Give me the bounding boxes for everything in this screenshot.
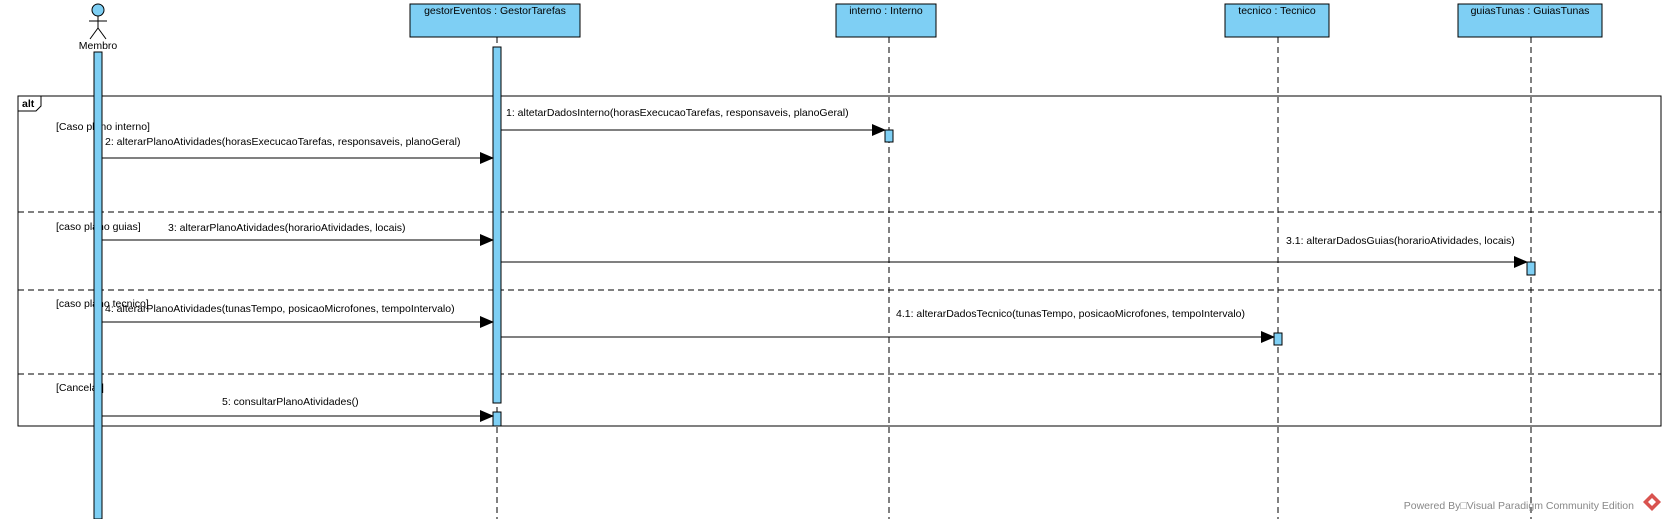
lifeline-header-tecnico [1224,3,1330,38]
activation-bar-gestor-cancel [492,411,502,427]
message-label: 5: consultarPlanoAtividades() [222,396,359,408]
activation-bar-interno [884,129,894,143]
lifeline-name: guiasTunas : GuiasTunas [1471,5,1590,17]
alt-fragment [17,95,1662,427]
actor-icon [89,3,107,40]
guard-label: [Cancelar] [56,382,104,394]
lifeline-name: tecnico : Tecnico [1238,5,1316,17]
activation-bar-tecnico [1273,332,1283,346]
actor-activation-bar [93,51,103,519]
alt-operator-label: alt [22,98,35,110]
visual-paradigm-logo-icon [1643,493,1661,511]
activation-bar-gestor [492,46,502,404]
message-label: 3.1: alterarDadosGuias(horarioAtividades… [1286,235,1515,247]
lifeline-name: gestorEventos : GestorTarefas [424,5,566,17]
message-label: 4.1: alterarDadosTecnico(tunasTempo, pos… [896,308,1245,320]
guard-label: [Caso plano interno] [56,121,150,133]
message-label: 2: alterarPlanoAtividades(horasExecucaoT… [105,136,460,148]
activation-bar-guias [1526,261,1536,276]
actor-name: Membro [79,40,118,52]
lifeline-name: interno : Interno [849,5,923,17]
lifeline-header-gestor [409,3,581,38]
lifeline-header-guias [1457,3,1603,38]
alt-operator-tab [17,95,42,112]
message-label: 4: alterarPlanoAtividades(tunasTempo, po… [105,303,455,315]
message-label: 1: altetarDadosInterno(horasExecucaoTare… [506,107,849,119]
message-label: 3: alterarPlanoAtividades(horarioAtivida… [168,222,406,234]
powered-by-footer: Powered By□Visual Paradigm Community Edi… [1403,500,1634,512]
lifeline-header-interno [835,3,937,38]
